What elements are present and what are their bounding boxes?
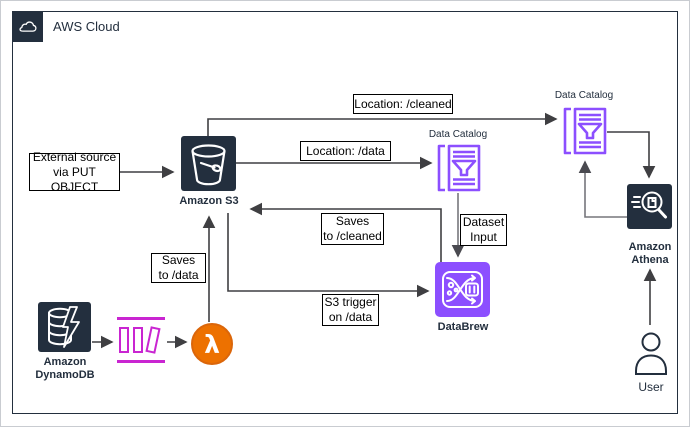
cloud-icon bbox=[19, 21, 37, 32]
dataset-input-line2: Input bbox=[470, 230, 497, 244]
athena-label-line1: Amazon bbox=[628, 241, 672, 253]
external-source-line2: via PUT OBJECT bbox=[50, 164, 99, 194]
external-source-node: External source via PUT OBJECT bbox=[29, 149, 120, 194]
aws-cloud-boundary: AWS Cloud bbox=[12, 11, 678, 414]
data-catalog-top-label: Data Catalog bbox=[554, 90, 614, 101]
edge-s3-to-datacatalog-top bbox=[207, 112, 558, 136]
edge-databrew-to-s3 bbox=[249, 202, 442, 262]
saves-data-line1: Saves bbox=[161, 253, 196, 268]
person-glyph bbox=[635, 332, 667, 375]
aws-cloud-badge bbox=[13, 12, 43, 42]
amazon-dynamodb-label: Amazon DynamoDB bbox=[19, 356, 111, 381]
streams-card-1 bbox=[119, 327, 129, 353]
data-catalog-glyph bbox=[437, 144, 481, 192]
databrew-glyph bbox=[442, 271, 483, 308]
s3-trigger-label: S3 trigger on /data bbox=[322, 294, 379, 326]
athena-label-line2: Athena bbox=[631, 253, 669, 266]
aws-lambda-icon: λ bbox=[191, 323, 233, 365]
aws-cloud-label: AWS Cloud bbox=[53, 19, 120, 34]
dynamodb-glyph bbox=[48, 306, 80, 348]
saves-data-label: Saves to /data bbox=[151, 253, 206, 283]
user-icon bbox=[633, 331, 669, 376]
s3-bucket-glyph bbox=[191, 144, 226, 186]
streams-card-3 bbox=[145, 326, 161, 354]
amazon-s3-label: Amazon S3 bbox=[179, 195, 239, 207]
streams-bottom-bar bbox=[117, 360, 165, 363]
databrew-icon bbox=[435, 262, 490, 317]
user-label: User bbox=[638, 380, 664, 394]
saves-cleaned-label: Saves to /cleaned bbox=[321, 213, 384, 245]
s3-trigger-line2: on /data bbox=[328, 310, 373, 324]
saves-cleaned-line1: Saves bbox=[335, 214, 370, 229]
data-catalog-mid-label: Data Catalog bbox=[428, 129, 488, 140]
edge-athena-to-datacatalog bbox=[578, 160, 627, 218]
external-source-line1: External source bbox=[32, 149, 117, 164]
lambda-glyph: λ bbox=[204, 329, 220, 359]
saves-data-line2: to /data bbox=[158, 268, 199, 282]
data-catalog-top-icon bbox=[562, 106, 607, 156]
dataset-input-line1: Dataset bbox=[462, 215, 505, 230]
amazon-dynamodb-icon bbox=[38, 302, 91, 352]
amazon-s3-icon bbox=[181, 136, 236, 191]
dynamodb-label-line1: Amazon bbox=[43, 356, 87, 368]
databrew-label: DataBrew bbox=[437, 321, 489, 333]
amazon-athena-icon bbox=[627, 184, 672, 229]
edge-datacatalog-to-athena bbox=[607, 131, 656, 179]
saves-cleaned-line2: to /cleaned bbox=[323, 229, 382, 243]
location-cleaned-label: Location: /cleaned bbox=[353, 94, 453, 114]
data-catalog-glyph bbox=[563, 107, 607, 155]
dynamodb-label-line2: DynamoDB bbox=[35, 368, 95, 381]
streams-card-2 bbox=[133, 327, 143, 353]
location-data-label: Location: /data bbox=[300, 141, 391, 161]
s3-trigger-line1: S3 trigger bbox=[324, 295, 377, 310]
amazon-athena-label: Amazon Athena bbox=[621, 241, 679, 266]
dynamodb-streams-icon bbox=[117, 317, 165, 363]
edge-s3-trigger-to-databrew bbox=[227, 213, 430, 298]
streams-top-bar bbox=[117, 317, 165, 320]
data-catalog-mid-icon bbox=[436, 143, 481, 193]
athena-magnifier-glyph bbox=[631, 191, 667, 219]
dataset-input-label: Dataset Input bbox=[460, 214, 507, 246]
